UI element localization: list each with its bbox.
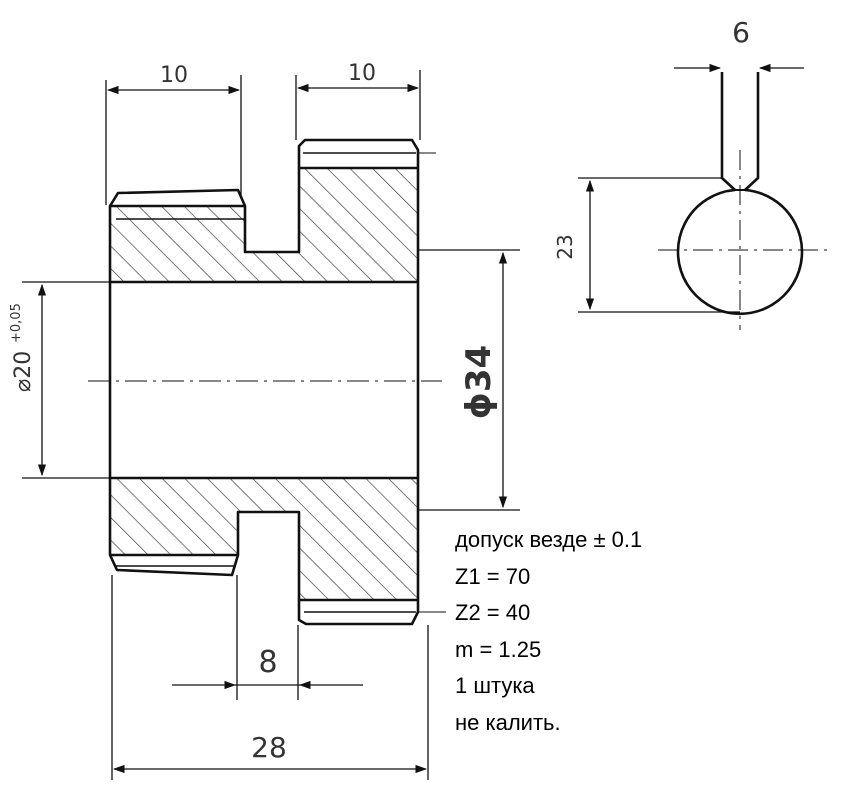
dim-right-width: 10 bbox=[348, 61, 376, 86]
main-dimensions bbox=[22, 70, 520, 780]
dim-left-width: 10 bbox=[160, 63, 188, 88]
section-view bbox=[88, 138, 442, 626]
dim-length: 28 bbox=[251, 731, 287, 764]
dim-key-depth: 23 bbox=[553, 234, 577, 259]
dim-outer: ϕ34 bbox=[459, 345, 499, 419]
note-z2: Z2 = 40 bbox=[455, 600, 531, 625]
note-module: m = 1.25 bbox=[455, 636, 542, 662]
upper-section-outline bbox=[108, 138, 420, 282]
dim-bore: ⌀20 bbox=[11, 351, 36, 392]
dim-bore-tolerance: +0,05 bbox=[9, 303, 24, 343]
lower-section-outline bbox=[108, 478, 420, 626]
notes-block: допуск везде ± 0.1 Z1 = 70 Z2 = 40 m = 1… bbox=[455, 522, 642, 741]
shaft-circle bbox=[676, 188, 804, 316]
note-z1: Z1 = 70 bbox=[455, 563, 531, 589]
note-no-hardening: не калить. bbox=[455, 709, 561, 735]
upper-section-hatch bbox=[110, 168, 418, 282]
dim-groove: 8 bbox=[258, 645, 277, 680]
note-quantity: 1 штука bbox=[455, 673, 535, 698]
keyway-outline bbox=[720, 72, 760, 191]
note-tolerance: допуск везде ± 0.1 bbox=[455, 527, 643, 552]
dim-key-width: 6 bbox=[732, 16, 750, 49]
side-view bbox=[578, 63, 830, 330]
lower-section-hatch bbox=[110, 478, 418, 600]
